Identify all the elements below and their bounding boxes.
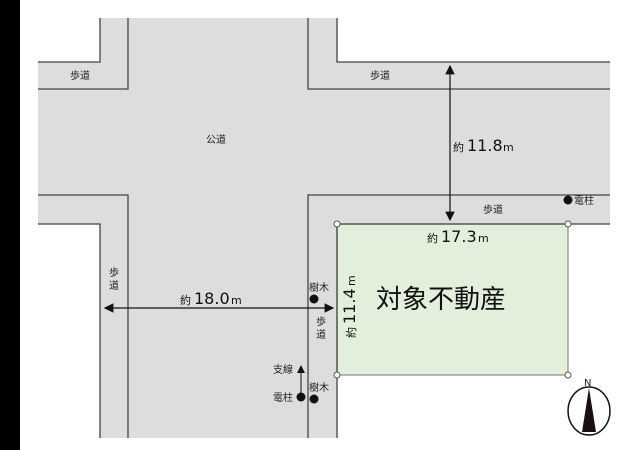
property-label: 対象不動産 [376, 285, 506, 315]
depth-label: 約 11.4 m [340, 275, 359, 338]
svg-text:約: 約 [344, 327, 358, 338]
svg-text:m: m [503, 141, 514, 154]
utility-pole-icon [296, 392, 306, 402]
public-road-label: 公道 [206, 133, 226, 146]
svg-text:約: 約 [180, 293, 191, 307]
sidewalk-label-vertical-bottom: 道 [316, 328, 326, 341]
tree-icon [309, 294, 319, 304]
svg-text:11.8: 11.8 [467, 136, 503, 155]
sidewalk-label: 歩道 [70, 69, 90, 82]
svg-text:m: m [231, 294, 242, 307]
svg-text:m: m [478, 232, 489, 245]
side-road-width-label: 約 18.0 m [180, 289, 242, 308]
sidewalk-label: 歩道 [483, 203, 503, 216]
north-label: N [584, 378, 591, 389]
north-compass-icon: N [567, 378, 611, 436]
sidewalk-label-vertical-bottom: 道 [109, 279, 119, 292]
svg-text:約: 約 [427, 231, 438, 245]
sidewalk-label-vertical-top: 歩 [109, 266, 119, 279]
svg-text:m: m [345, 275, 358, 286]
utility-pole-label: 電柱 [574, 194, 594, 207]
svg-text:17.3: 17.3 [441, 227, 477, 246]
utility-pole-icon [563, 195, 573, 205]
lot-corner-markers [333, 220, 572, 379]
guy-wire-label: 支線 [273, 363, 293, 376]
svg-text:18.0: 18.0 [194, 289, 230, 308]
tree-icon [309, 394, 319, 404]
sidewalk-label: 歩道 [370, 69, 390, 82]
utility-pole-label: 電柱 [273, 391, 293, 404]
property-lot [336, 223, 569, 376]
frontage-label: 約 17.3 m [427, 227, 489, 246]
sidewalk-label-vertical-top: 歩 [316, 315, 326, 328]
tree-label: 樹木 [309, 381, 329, 394]
road-width-label: 約 11.8 m [453, 136, 514, 155]
tree-label: 樹木 [309, 281, 329, 294]
svg-text:11.4: 11.4 [340, 288, 359, 324]
svg-text:約: 約 [453, 140, 464, 154]
road-lines [38, 18, 610, 438]
left-black-bar [0, 0, 20, 450]
